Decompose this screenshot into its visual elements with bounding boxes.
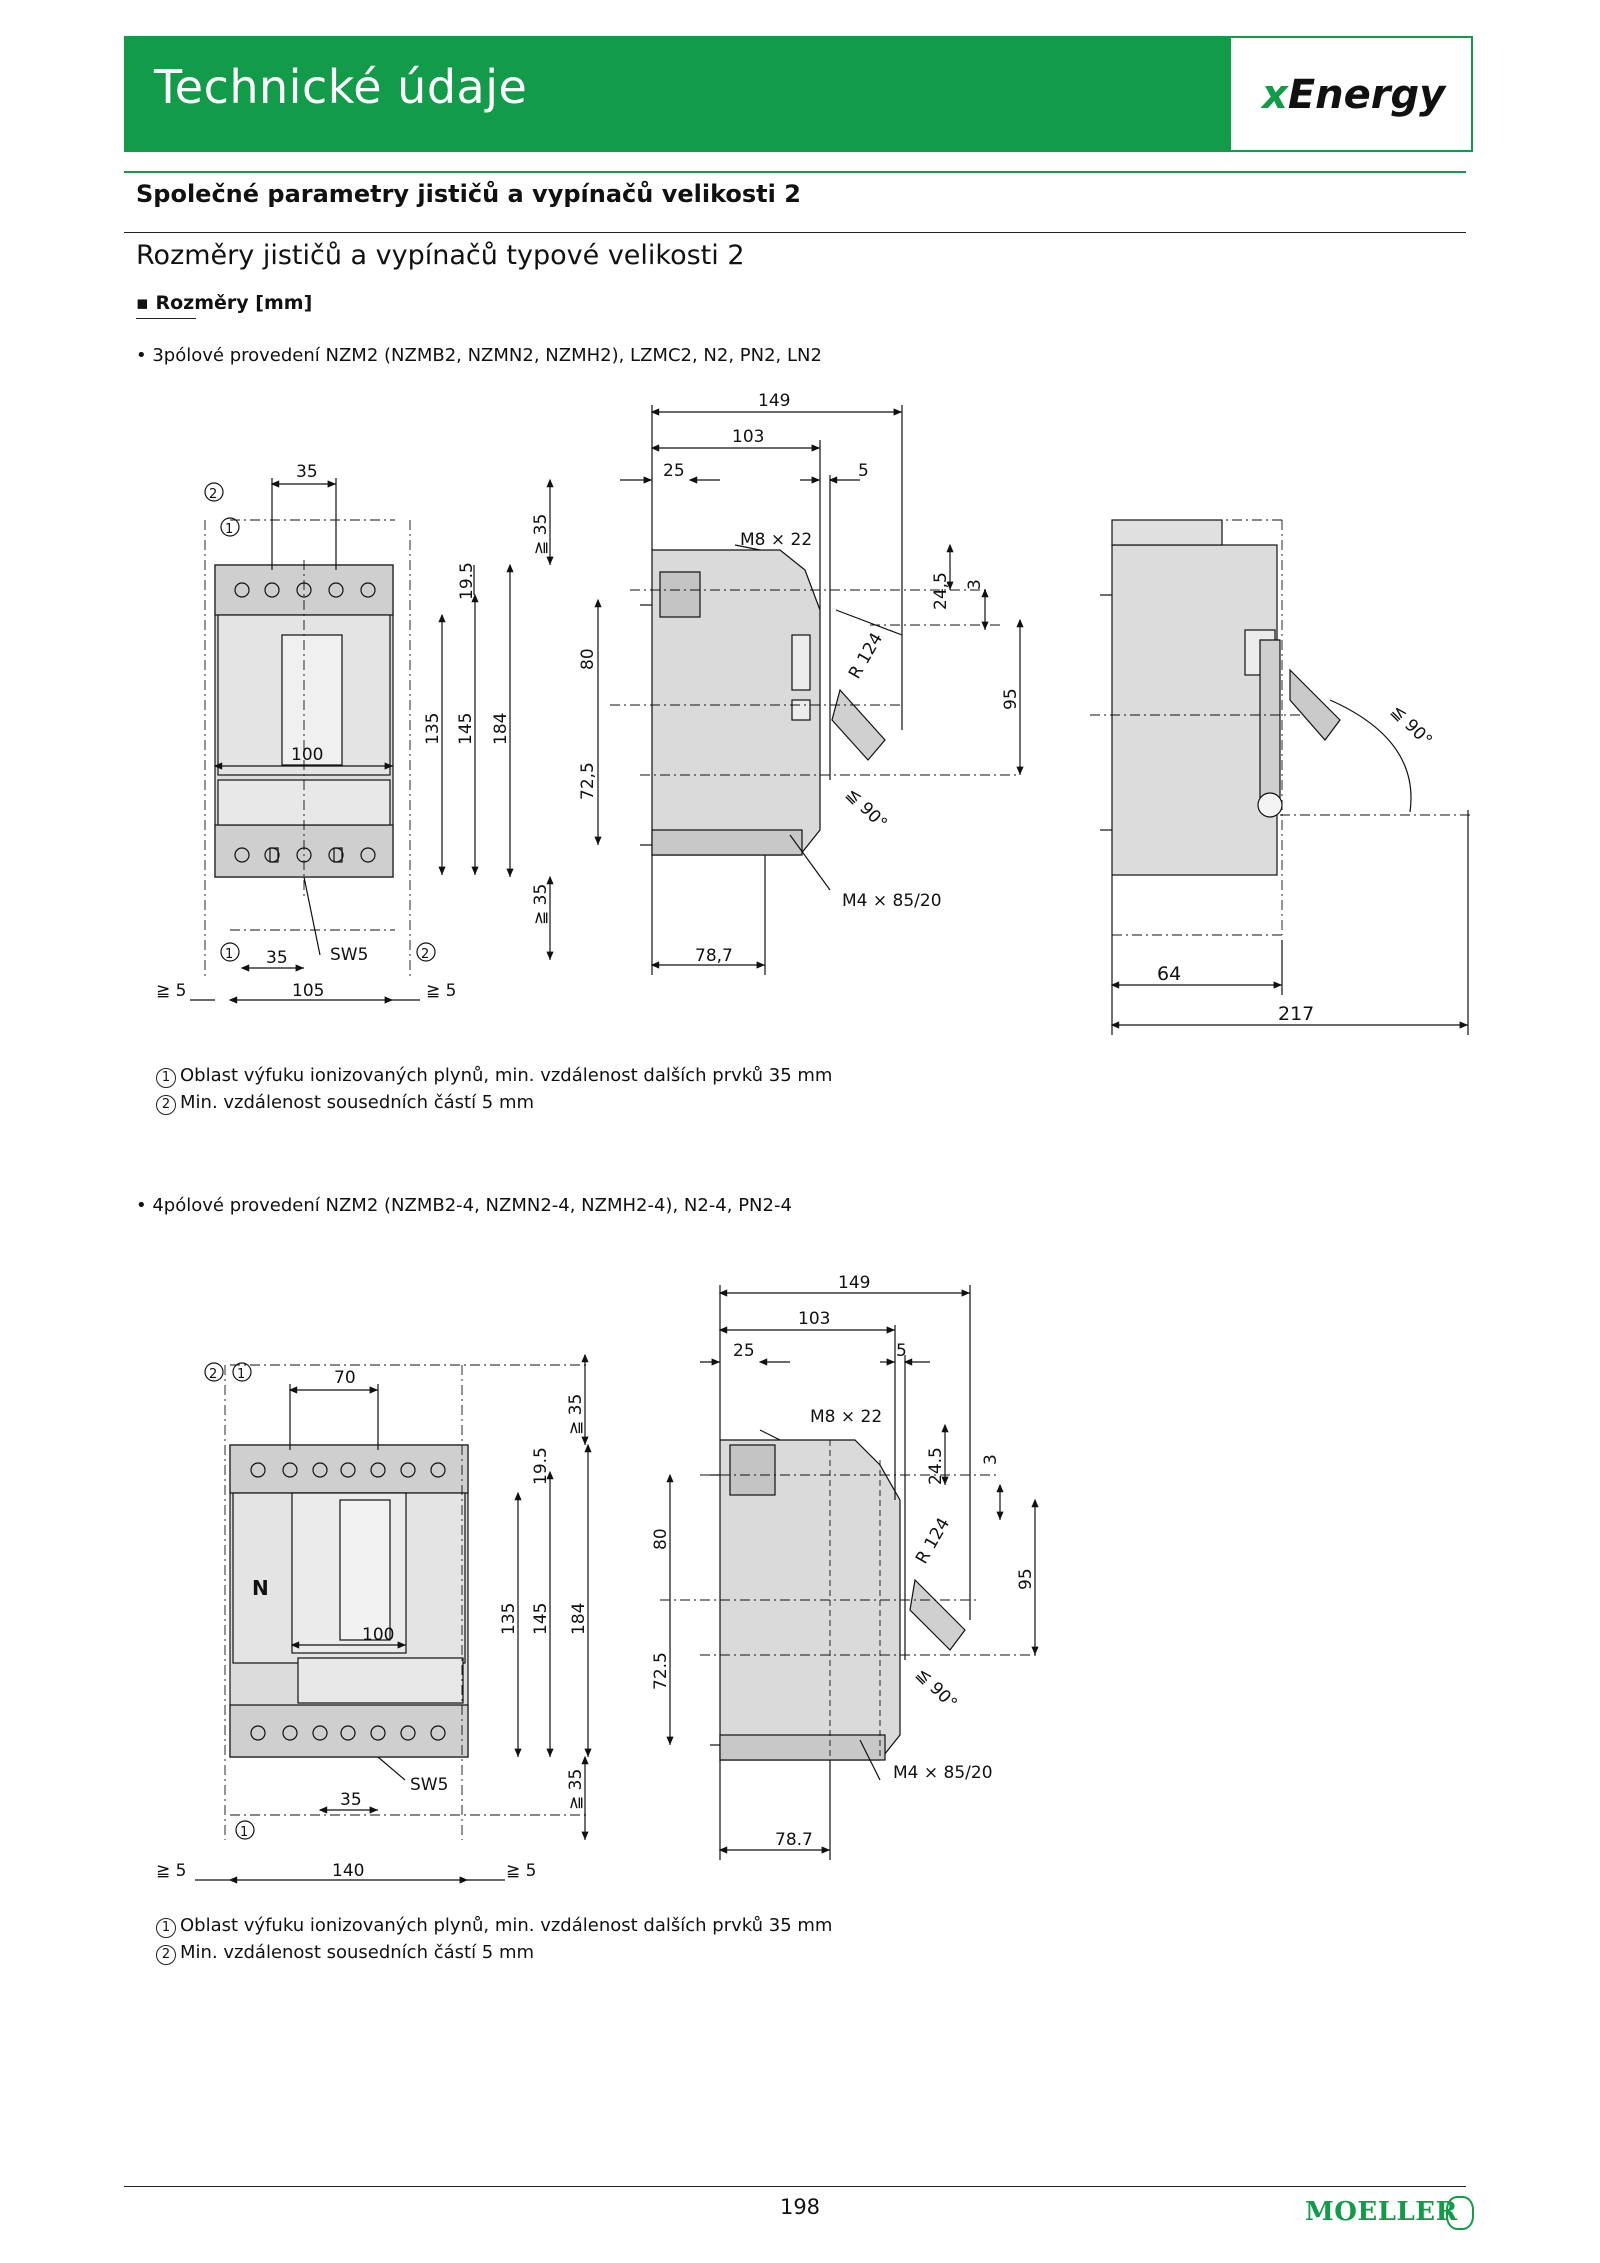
svg-text:78.7: 78.7	[775, 1830, 813, 1850]
svg-text:2: 2	[209, 1367, 217, 1382]
svg-text:2: 2	[209, 487, 217, 502]
page-number: 198	[779, 2195, 821, 2219]
section-title: Společné parametry jističů a vypínačů ve…	[136, 180, 801, 208]
svg-text:R 124: R 124	[845, 629, 887, 682]
svg-text:SW5: SW5	[410, 1775, 448, 1795]
svg-text:103: 103	[798, 1309, 830, 1329]
svg-text:2: 2	[421, 947, 429, 962]
svg-text:149: 149	[758, 391, 790, 411]
svg-text:1: 1	[237, 1367, 245, 1382]
svg-text:M4 × 85/20: M4 × 85/20	[893, 1763, 993, 1783]
svg-text:35: 35	[340, 1790, 362, 1810]
caption-4pole: • 4pólové provedení NZM2 (NZMB2-4, NZMN2…	[136, 1195, 792, 1216]
rear-view-3pole	[1100, 519, 1341, 876]
svg-text:100: 100	[291, 745, 323, 765]
svg-text:1: 1	[225, 947, 233, 962]
units-underline	[136, 318, 196, 319]
svg-text:19.5: 19.5	[531, 1447, 551, 1485]
svg-text:≧ 35: ≧ 35	[566, 1394, 586, 1435]
svg-text:95: 95	[1016, 1568, 1036, 1590]
subsection-title: Rozměry jističů a vypínačů typové veliko…	[136, 240, 745, 271]
svg-text:72,5: 72,5	[578, 762, 598, 800]
svg-text:140: 140	[332, 1861, 364, 1881]
front-view-4pole	[229, 1444, 469, 1758]
svg-text:145: 145	[531, 1603, 551, 1635]
svg-text:5: 5	[896, 1341, 907, 1361]
units-label: ▪ Rozměry [mm]	[136, 292, 313, 314]
svg-text:149: 149	[838, 1273, 870, 1293]
svg-text:3: 3	[981, 1454, 1001, 1465]
svg-text:M8 × 22: M8 × 22	[740, 530, 812, 550]
svg-text:72.5: 72.5	[651, 1652, 671, 1690]
svg-text:70: 70	[334, 1368, 356, 1388]
svg-text:≧ 5: ≧ 5	[156, 1861, 186, 1881]
svg-text:N: N	[252, 1576, 269, 1600]
svg-text:145: 145	[456, 713, 476, 745]
front-centerlines	[204, 519, 411, 980]
svg-text:≧ 5: ≧ 5	[506, 1861, 536, 1881]
svg-text:24.5: 24.5	[926, 1447, 946, 1485]
drawing-3pole: 35 100 135 145 184 19.5 ≧ 35 ≧ 35 35 105…	[156, 391, 1470, 1035]
svg-text:184: 184	[491, 713, 511, 745]
svg-text:≧ 5: ≧ 5	[156, 981, 186, 1001]
svg-text:≦ 90°: ≦ 90°	[1386, 701, 1435, 750]
xenergy-logo: xEnergy	[1262, 72, 1446, 118]
svg-text:25: 25	[663, 461, 685, 481]
svg-text:24,5: 24,5	[931, 572, 951, 610]
svg-text:SW5: SW5	[330, 945, 368, 965]
logo-box	[1229, 36, 1473, 152]
svg-text:R 124: R 124	[912, 1514, 954, 1567]
svg-text:95: 95	[1001, 688, 1021, 710]
svg-text:M8 × 22: M8 × 22	[810, 1407, 882, 1427]
page-title: Technické údaje	[154, 60, 528, 114]
side-view-3pole	[640, 549, 886, 856]
svg-text:35: 35	[266, 948, 288, 968]
svg-text:≧ 5: ≧ 5	[426, 981, 456, 1001]
svg-text:78,7: 78,7	[695, 946, 733, 966]
svg-text:35: 35	[296, 462, 318, 482]
svg-text:80: 80	[578, 648, 598, 670]
svg-text:≧ 35: ≧ 35	[531, 514, 551, 555]
header-band	[124, 36, 1229, 152]
svg-text:217: 217	[1278, 1003, 1314, 1025]
svg-text:64: 64	[1157, 963, 1181, 985]
svg-text:≦ 90°: ≦ 90°	[911, 1664, 960, 1713]
svg-text:≧ 35: ≧ 35	[531, 884, 551, 925]
svg-text:19.5: 19.5	[457, 562, 477, 600]
svg-text:105: 105	[292, 981, 324, 1001]
svg-text:1: 1	[225, 522, 233, 537]
svg-text:3: 3	[965, 579, 985, 590]
header-rule	[124, 171, 1466, 173]
svg-text:100: 100	[362, 1625, 394, 1645]
svg-text:25: 25	[733, 1341, 755, 1361]
svg-text:≦ 90°: ≦ 90°	[841, 784, 890, 833]
svg-text:103: 103	[732, 427, 764, 447]
svg-text:≧ 35: ≧ 35	[566, 1769, 586, 1810]
svg-text:135: 135	[499, 1603, 519, 1635]
moeller-logo: MOELLER	[1305, 2197, 1458, 2227]
svg-text:184: 184	[569, 1603, 589, 1635]
drawing-4pole: 70 100 135 145 184 19.5 ≧ 35 ≧ 35 35 140…	[156, 1273, 1040, 1884]
moeller-badge-icon	[1446, 2196, 1474, 2230]
svg-text:1: 1	[240, 1825, 248, 1840]
section-rule	[124, 232, 1466, 233]
svg-text:M4 × 85/20: M4 × 85/20	[842, 891, 942, 911]
footer-rule	[124, 2186, 1466, 2187]
svg-text:80: 80	[651, 1528, 671, 1550]
caption-3pole: • 3pólové provedení NZM2 (NZMB2, NZMN2, …	[136, 345, 822, 366]
svg-text:5: 5	[858, 461, 869, 481]
svg-text:135: 135	[423, 713, 443, 745]
